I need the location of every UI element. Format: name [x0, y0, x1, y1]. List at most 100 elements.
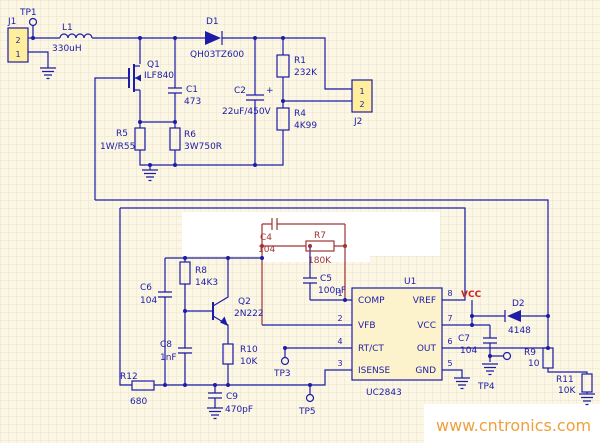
j1-pin-1: 1 — [15, 50, 20, 59]
q1-value: ILF840 — [144, 71, 174, 81]
r5-designator: R5 — [116, 129, 128, 139]
c5-designator: C5 — [320, 274, 332, 284]
compensation-net-wires — [261, 223, 346, 325]
u1-pin-number-6: 6 — [447, 337, 452, 346]
u1-pin-number-3: 3 — [337, 359, 342, 368]
wires — [28, 25, 588, 408]
component-d1: D1 QH03TZ600 — [190, 17, 244, 60]
u1-pin-vfb: VFB — [358, 321, 376, 331]
connector-j2: 1 2 J2 — [351, 79, 373, 127]
resistor-symbol — [131, 380, 155, 391]
capacitor-symbol — [303, 277, 317, 284]
r10-designator: R10 — [240, 345, 258, 355]
component-r12: R12 680 — [120, 372, 155, 407]
tp4-pad — [502, 351, 512, 361]
test-point-tp3: TP3 — [273, 356, 291, 379]
u1-pin-number-8: 8 — [447, 289, 452, 298]
r11-value: 10K — [558, 386, 576, 396]
test-point-tp5: TP5 — [298, 393, 316, 417]
j2-pin-2: 2 — [359, 100, 364, 109]
u1-pin-gnd: GND — [415, 366, 436, 376]
component-r8: R8 14K3 — [179, 261, 218, 288]
capacitor-symbol — [246, 94, 264, 101]
c1-designator: C1 — [186, 85, 198, 95]
u1-pin-number-7: 7 — [447, 314, 452, 323]
r6-designator: R6 — [184, 130, 196, 140]
component-c2: C2 + 22uF/450V — [222, 86, 274, 117]
diode-symbol — [205, 31, 221, 45]
resistor-symbol — [169, 127, 181, 151]
r9-designator: R9 — [524, 348, 536, 358]
power-vcc: VCC — [461, 290, 482, 300]
c2-designator: C2 — [234, 86, 246, 96]
white-patch-center — [182, 212, 440, 256]
c9-designator: C9 — [226, 392, 238, 402]
white-patch-center-2 — [260, 252, 370, 262]
r5-value: 1W/R55 — [100, 142, 135, 152]
vcc-label: VCC — [461, 290, 482, 300]
test-point-tp4: TP4 — [477, 351, 512, 392]
tp5-pad — [305, 393, 315, 403]
j2-body — [351, 79, 373, 113]
component-c5: C5 100pF — [303, 274, 346, 296]
component-c9: C9 470pF — [208, 392, 253, 415]
c7-value: 104 — [460, 346, 477, 356]
r12-value: 680 — [130, 397, 147, 407]
capacitor-symbol — [483, 337, 497, 344]
c7-designator: C7 — [458, 334, 470, 344]
r1-designator: R1 — [294, 56, 306, 66]
capacitor-symbol — [158, 291, 172, 298]
c5-value: 100pF — [318, 286, 346, 296]
inductor-symbol — [59, 33, 93, 39]
j2-designator: J2 — [353, 117, 362, 127]
r1-value: 232K — [294, 68, 318, 78]
d2-value: 4148 — [508, 326, 531, 336]
component-c7: C7 104 — [458, 334, 497, 356]
c8-value: 1nF — [160, 353, 177, 363]
u1-pin-number-4: 4 — [337, 337, 342, 346]
capacitor-symbol — [271, 218, 278, 230]
c9-value: 470pF — [225, 405, 253, 415]
component-c8: C8 1nF — [160, 340, 192, 363]
component-r10: R10 10K — [222, 343, 258, 367]
r7-designator: R7 — [314, 231, 326, 241]
component-u1: U1 UC2843 COMP VFB RT/CT ISENSE VREF VCC… — [337, 277, 452, 398]
component-d2: D2 4148 — [504, 299, 531, 336]
u1-pin-vcc: VCC — [417, 321, 436, 331]
c1-value: 473 — [184, 97, 201, 107]
resistor-symbol — [134, 127, 146, 151]
component-q2: Q2 2N222 — [212, 297, 264, 326]
l1-designator: L1 — [62, 23, 73, 33]
r4-value: 4K99 — [294, 121, 317, 131]
c2-polarity: + — [266, 86, 274, 96]
tp4-label: TP4 — [477, 382, 495, 392]
d2-designator: D2 — [512, 299, 525, 309]
resistor-symbol — [581, 373, 593, 393]
u1-part: UC2843 — [366, 388, 402, 398]
c4-designator: C4 — [260, 233, 272, 243]
d1-value: QH03TZ600 — [190, 50, 244, 60]
u1-pin-vref: VREF — [413, 296, 436, 306]
capacitor-symbol — [208, 392, 222, 399]
r6-value: 3W750R — [184, 142, 222, 152]
component-r1: R1 232K — [276, 54, 318, 78]
q2-value: 2N222 — [234, 309, 264, 319]
watermark: www.cntronics.com — [436, 416, 591, 435]
r10-value: 10K — [240, 357, 258, 367]
r8-designator: R8 — [195, 266, 207, 276]
j1-pin-2: 2 — [15, 36, 20, 45]
resistor-symbol — [276, 54, 290, 78]
component-r7: R7 180K — [305, 231, 335, 266]
resistor-symbol — [305, 240, 335, 252]
u1-pin-number-5: 5 — [447, 359, 452, 368]
r11-designator: R11 — [556, 375, 574, 385]
component-r5: R5 1W/R55 — [100, 127, 146, 152]
u1-pin-out: OUT — [417, 344, 437, 354]
u1-designator: U1 — [404, 277, 416, 287]
component-r4: R4 4K99 — [276, 107, 317, 131]
r12-designator: R12 — [120, 372, 138, 382]
capacitor-symbol — [168, 87, 182, 94]
connector-j1: J1 2 1 — [7, 17, 29, 63]
